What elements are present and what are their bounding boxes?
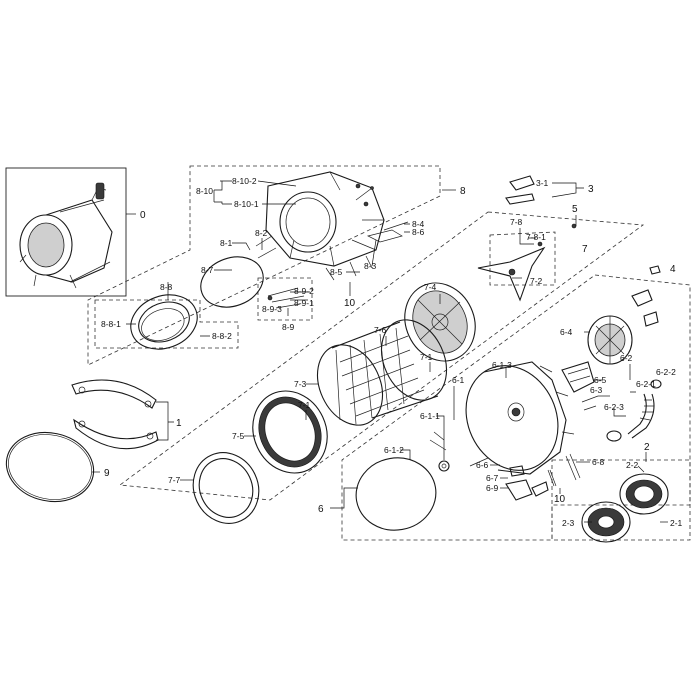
spider-flange-7-2	[477, 246, 546, 302]
sensors-6-3-6-8	[469, 395, 599, 481]
label-7: 7	[582, 244, 588, 255]
label-8-9-3: 8-9-3	[262, 304, 282, 314]
label-7-7: 7-7	[168, 475, 181, 485]
door-bezel-8-8	[130, 294, 198, 350]
label-8-1: 8-1	[220, 238, 233, 248]
group-8-9-outline	[257, 277, 313, 321]
label-7-6: 7-6	[374, 325, 387, 335]
assembly-0-box	[5, 167, 127, 297]
label-7-4: 7-4	[424, 282, 437, 292]
label-8-10: 8-10	[196, 186, 213, 196]
label-7-1-b: 7-1	[298, 400, 311, 410]
bearing-6-1-1	[429, 431, 450, 472]
label-10-upper: 10	[344, 298, 356, 309]
front-tub-cover	[265, 171, 385, 267]
label-6-3: 6-3	[590, 385, 603, 395]
label-8-6: 8-6	[412, 227, 425, 237]
label-6-1-3: 6-1-3	[492, 360, 512, 370]
label-8-10-1: 8-10-1	[234, 199, 259, 209]
tub-gasket-6-1-2	[355, 457, 437, 531]
label-6-1-1: 6-1-1	[420, 411, 440, 421]
balancer-7-7	[192, 452, 260, 524]
label-8-8-2: 8-8-2	[212, 331, 232, 341]
counterweights-1	[71, 379, 159, 450]
label-8-5: 8-5	[330, 267, 343, 277]
drum-rear-7-4	[404, 282, 476, 362]
label-6-2-3: 6-2-3	[604, 402, 624, 412]
drum-front-ring-7-5	[252, 390, 328, 474]
label-8-8-1: 8-8-1	[101, 319, 121, 329]
rotor-2-2	[619, 473, 669, 515]
label-2: 2	[644, 442, 650, 453]
label-5: 5	[572, 204, 578, 215]
group-7-8-outline	[489, 231, 556, 286]
label-8-9-2: 8-9-2	[294, 286, 314, 296]
label-6-2-1: 6-2-1	[636, 379, 656, 389]
label-3: 3	[588, 184, 594, 195]
label-6: 6	[318, 504, 324, 515]
stator-2-3	[581, 501, 631, 543]
motor-bracket-6-5	[561, 361, 595, 393]
drum-body-7-6	[316, 319, 448, 426]
label-7-1-a: 7-1	[420, 352, 433, 362]
hose-6-2	[606, 379, 662, 442]
label-7-8-1: 7-8-1	[526, 232, 546, 242]
label-6-7: 6-7	[486, 473, 499, 483]
label-7-2: 7-2	[530, 276, 543, 286]
group-8-outline	[87, 165, 441, 366]
heater-6-4	[587, 315, 633, 365]
label-10-lower: 10	[554, 494, 566, 505]
label-6-4: 6-4	[560, 327, 573, 337]
label-0: 0	[140, 210, 146, 221]
label-4: 4	[670, 264, 676, 275]
drain-parts-6-7-6-9	[505, 465, 549, 501]
label-6-2-2: 6-2-2	[656, 367, 676, 377]
label-8-10-2: 8-10-2	[232, 176, 257, 186]
hinge-parts-8-9	[267, 287, 305, 309]
clamp-6-2-2	[631, 289, 659, 327]
group-2-outline	[551, 459, 691, 541]
label-6-1-2: 6-1-2	[384, 445, 404, 455]
label-8-3: 8-3	[364, 261, 377, 271]
clamp-ring-9	[5, 431, 95, 503]
complete-assembly-drawing	[19, 182, 113, 289]
clip-4	[649, 265, 661, 275]
screw-5	[571, 223, 577, 229]
label-9: 9	[104, 468, 110, 479]
label-6-6: 6-6	[476, 460, 489, 470]
label-6-9: 6-9	[486, 483, 499, 493]
label-1: 1	[176, 418, 182, 429]
group-8-8-outline	[94, 299, 239, 349]
label-6-2: 6-2	[620, 353, 633, 363]
label-6-5: 6-5	[594, 375, 607, 385]
label-8-8: 8-8	[160, 282, 173, 292]
bolt-7-8-1	[537, 241, 543, 247]
label-6-8: 6-8	[592, 457, 605, 467]
label-7-5: 7-5	[232, 431, 245, 441]
label-3-1: 3-1	[536, 178, 549, 188]
rear-tub-6	[465, 361, 575, 475]
bracket-3	[505, 175, 535, 205]
group-7-outline	[118, 211, 645, 501]
label-7-3: 7-3	[294, 379, 307, 389]
label-8-4: 8-4	[412, 219, 425, 229]
leader-lines	[92, 180, 668, 523]
label-8-2: 8-2	[255, 228, 268, 238]
label-8-9-1: 8-9-1	[294, 298, 314, 308]
label-2-2: 2-2	[626, 460, 639, 470]
door-glass-ring-8-7	[200, 256, 264, 308]
label-8: 8	[460, 186, 466, 197]
label-8-7: 8-7	[201, 265, 214, 275]
label-2-3: 2-3	[562, 518, 575, 528]
bolt-10-lower	[547, 469, 557, 487]
label-2-1: 2-1	[670, 518, 683, 528]
label-7-8: 7-8	[510, 217, 523, 227]
label-6-1: 6-1	[452, 375, 465, 385]
label-8-9: 8-9	[282, 322, 295, 332]
callout-labels: 0 8 8-10 8-10-2 8-10-1 8-1 8-2 8-4 8-6 8…	[101, 176, 683, 528]
